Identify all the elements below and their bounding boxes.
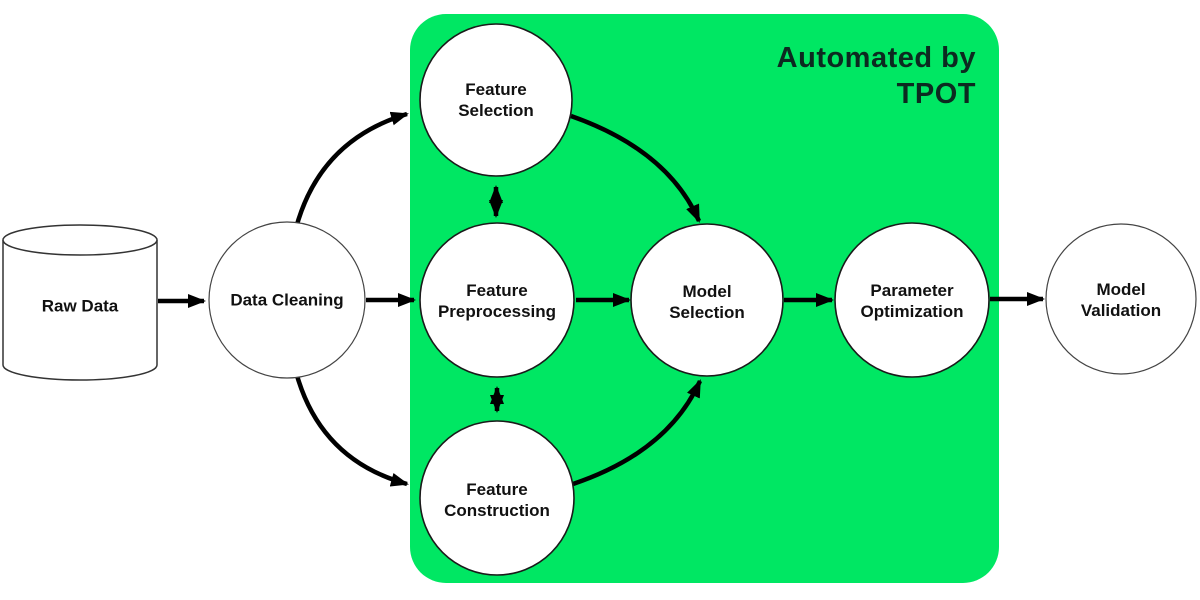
edge-arrows	[158, 111, 1045, 487]
process-nodes	[208, 23, 1197, 576]
node-feature-selection	[419, 23, 573, 177]
node-model-validation	[1045, 223, 1197, 375]
arrow-construction-modelselection	[572, 379, 703, 487]
node-parameter-optimization	[834, 222, 990, 378]
raw-data-cylinder	[2, 224, 158, 381]
cylinder-body	[2, 240, 158, 381]
arrow-cleaning-selection	[293, 111, 409, 229]
node-feature-construction	[419, 420, 575, 576]
node-model-selection	[630, 223, 784, 377]
node-feature-preprocessing	[419, 222, 575, 378]
cylinder-top	[2, 224, 158, 256]
arrow-cleaning-construction	[293, 371, 409, 487]
node-data-cleaning	[208, 221, 366, 379]
arrow-selection-modelselection	[570, 113, 702, 223]
